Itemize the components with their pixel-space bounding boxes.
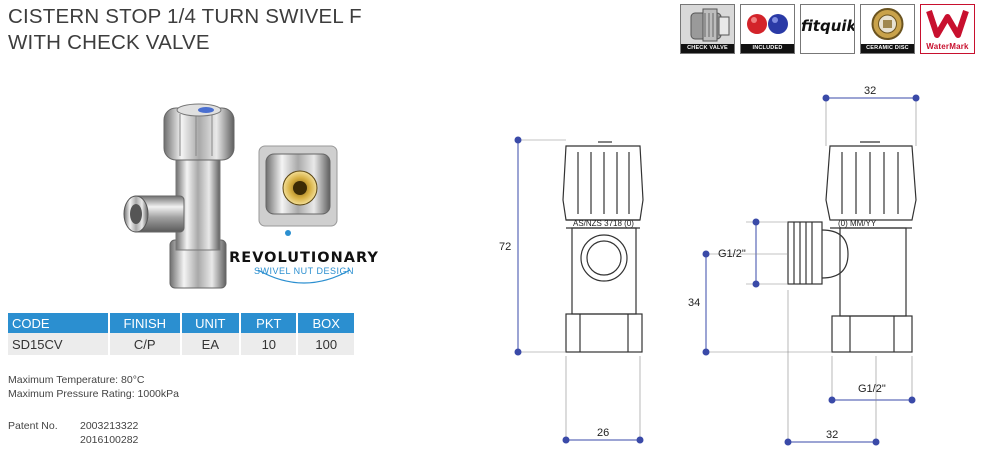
red-blue-indicator-icon <box>747 14 788 34</box>
cell-finish: C/P <box>108 333 182 355</box>
watermark-logo <box>926 10 969 38</box>
cell-unit: EA <box>180 333 242 355</box>
patent-number: 2016100282 <box>80 433 139 446</box>
header-pkt: PKT <box>240 313 299 333</box>
header-unit: UNIT <box>180 313 242 333</box>
swivel-nut-inset <box>258 145 338 227</box>
product-photo <box>123 103 235 289</box>
header-box: BOX <box>297 313 356 333</box>
feature-dot <box>285 230 291 236</box>
badge-watermark: WaterMark <box>920 4 975 54</box>
front-stamp: AS/NZS 3718 (0) <box>573 219 634 228</box>
side-view-drawing <box>787 141 917 353</box>
badge-check-valve: CHECK VALVE <box>680 4 735 54</box>
cell-pkt: 10 <box>240 333 299 355</box>
dim-outlet-thread: G1/2" <box>858 383 886 395</box>
dim-front-width: 26 <box>597 427 609 439</box>
check-valve-icon <box>681 5 734 45</box>
max-pressure: Maximum Pressure Rating: 1000kPa <box>8 387 179 400</box>
dimension-lines <box>514 94 920 446</box>
header-code: CODE <box>8 313 110 333</box>
product-title: CISTERN STOP 1/4 TURN SWIVEL FI WITH CHE… <box>8 4 363 56</box>
table-row: SD15CV C/P EA 10 100 <box>8 333 356 355</box>
ceramic-disc-icon <box>871 8 904 40</box>
header-finish: FINISH <box>108 313 182 333</box>
fitquik-logo: fitquik <box>801 17 855 35</box>
badge-included: INCLUDED <box>740 4 795 54</box>
product-title-line2: WITH CHECK VALVE <box>8 31 210 54</box>
spec-table: CODE FINISH UNIT PKT BOX SD15CV C/P EA 1… <box>8 313 356 355</box>
feature-badges: CHECK VALVE INCLUDED fitquik CERAMIC DIS… <box>680 4 975 54</box>
side-stamp: (0) MM/YY <box>838 219 877 228</box>
badge-ceramic-disc-label: CERAMIC DISC <box>861 44 914 53</box>
feature-headline: REVOLUTIONARY <box>229 250 379 266</box>
front-view-drawing <box>562 141 644 353</box>
dim-front-height: 72 <box>499 241 511 253</box>
badge-included-label: INCLUDED <box>741 44 794 53</box>
cell-code: SD15CV <box>8 333 110 355</box>
ratings: Maximum Temperature: 80°C Maximum Pressu… <box>8 374 179 401</box>
dim-inlet-thread: G1/2" <box>718 248 746 260</box>
dim-side-top-width: 32 <box>864 85 876 97</box>
dim-centre-height: 34 <box>688 297 700 309</box>
spec-table-header-row: CODE FINISH UNIT PKT BOX <box>8 313 356 333</box>
feature-swoosh <box>257 269 351 284</box>
badge-fitquik: fitquik <box>800 4 855 54</box>
product-title-line1: CISTERN STOP 1/4 TURN SWIVEL FI <box>8 5 363 28</box>
patent-number: 2003213322 <box>80 420 139 432</box>
patent-info: Patent No. 2003213322 2016100282 <box>8 420 138 446</box>
badge-watermark-label: WaterMark <box>921 42 974 51</box>
cell-box: 100 <box>297 333 356 355</box>
max-temperature: Maximum Temperature: 80°C <box>8 374 145 386</box>
badge-check-valve-label: CHECK VALVE <box>681 44 734 53</box>
feature-subline: SWIVEL NUT DESIGN <box>254 266 354 276</box>
badge-ceramic-disc: CERAMIC DISC <box>860 4 915 54</box>
patent-label: Patent No. <box>8 420 58 432</box>
dim-side-offset: 32 <box>826 429 838 441</box>
